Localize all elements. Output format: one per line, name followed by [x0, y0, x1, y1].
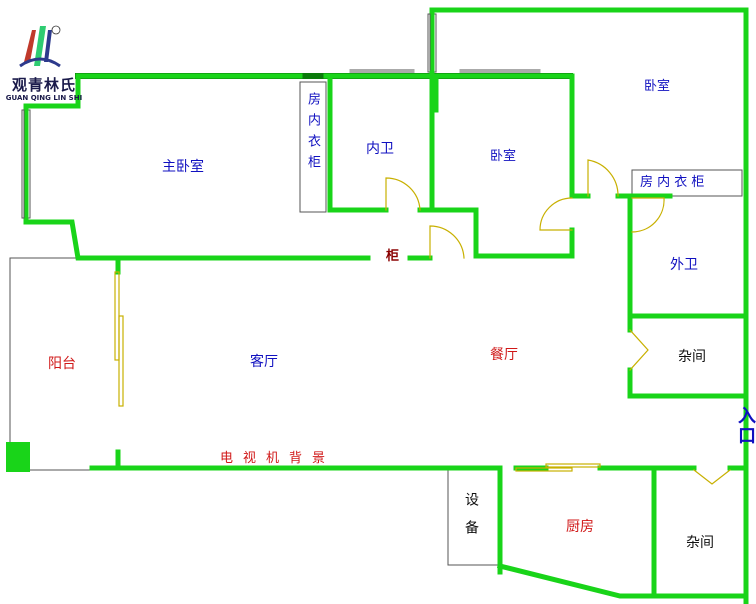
- label-entrance: 入口: [735, 406, 756, 446]
- label-tv-wall: 电视机背景: [220, 451, 336, 466]
- label-storage-upper: 杂间: [678, 349, 706, 365]
- label-equipment: 设备: [463, 492, 479, 548]
- logo-mark-icon: [19, 25, 61, 68]
- label-bedroom-middle: 卧室: [490, 149, 517, 164]
- label-living-room: 客厅: [250, 354, 278, 370]
- label-storage-lower: 杂间: [686, 535, 714, 551]
- logo-subtitle: GUAN QING LIN SHI: [5, 94, 83, 102]
- label-inner-bath: 内卫: [366, 141, 394, 157]
- label-outer-bath: 外卫: [670, 257, 698, 273]
- logo: 观青林氏 GUAN QING LIN SHI: [4, 18, 82, 102]
- label-master-bedroom: 主卧室: [162, 159, 204, 175]
- label-right-wardrobe: 房 内 衣 柜: [640, 175, 705, 190]
- label-cabinet: 柜: [386, 249, 400, 264]
- logo-name: 观青林氏: [11, 76, 76, 94]
- label-kitchen: 厨房: [566, 519, 594, 535]
- label-dining-room: 餐厅: [490, 347, 518, 363]
- label-balcony: 阳台: [48, 356, 76, 372]
- walls: [23, 7, 749, 604]
- doors: [114, 159, 731, 485]
- label-bedroom-top-right: 卧室: [644, 79, 671, 94]
- label-master-wardrobe: 房内衣柜: [305, 92, 320, 176]
